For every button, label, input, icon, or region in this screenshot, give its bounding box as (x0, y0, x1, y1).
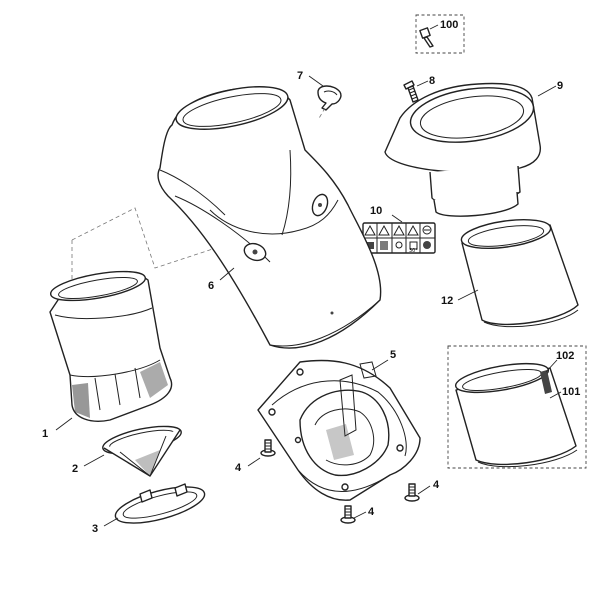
part-7-knob: 7 (297, 70, 342, 121)
screw-100-icon (419, 27, 434, 48)
part-5-base-plate: 5 (257, 349, 421, 501)
callout-4-bottom: 4 (368, 506, 375, 518)
prohibition-icon (422, 225, 432, 235)
callout-7: 7 (297, 70, 303, 82)
callout-9: 9 (557, 80, 563, 92)
part-10-warning-decal: 30° 10 (362, 205, 436, 254)
part-9-funnel-collar: 9 (384, 80, 563, 217)
callout-1: 1 (42, 428, 48, 440)
callout-2: 2 (72, 463, 78, 475)
callout-3: 3 (92, 523, 98, 535)
decal-cell-text: 30° (409, 248, 418, 254)
callout-8: 8 (429, 75, 435, 87)
mounting-hole-icon (243, 193, 329, 262)
safety-pictogram-icon (366, 241, 431, 250)
part-8-screw: 8 (403, 75, 435, 103)
callout-12: 12 (441, 295, 453, 307)
callout-6: 6 (208, 280, 214, 292)
part-4-screw-right: 4 (404, 479, 440, 502)
callout-4-left: 4 (235, 462, 242, 474)
part-6-chute-housing: 6 (157, 86, 382, 349)
part-2-cone-deflector: 2 (72, 425, 182, 477)
part-3-ring-clamp: 3 (92, 483, 206, 535)
part-100-screw-kit: 100 (415, 14, 465, 54)
part-12-sleeve: 12 (441, 218, 579, 328)
callout-4-right: 4 (433, 479, 440, 491)
part-1-lower-chute: 1 (42, 270, 173, 440)
part-101-102-assembly: 102 101 (447, 345, 587, 469)
callout-10: 10 (370, 205, 382, 217)
callout-100: 100 (440, 19, 458, 31)
callout-102: 102 (556, 350, 574, 362)
part-4-screw-bottom: 4 (340, 505, 375, 524)
warning-triangle-icon (364, 224, 419, 236)
callout-5: 5 (390, 349, 396, 361)
callout-101: 101 (562, 386, 580, 398)
bolt-hole-icon (268, 368, 404, 491)
part-4-screw-left: 4 (235, 439, 276, 474)
